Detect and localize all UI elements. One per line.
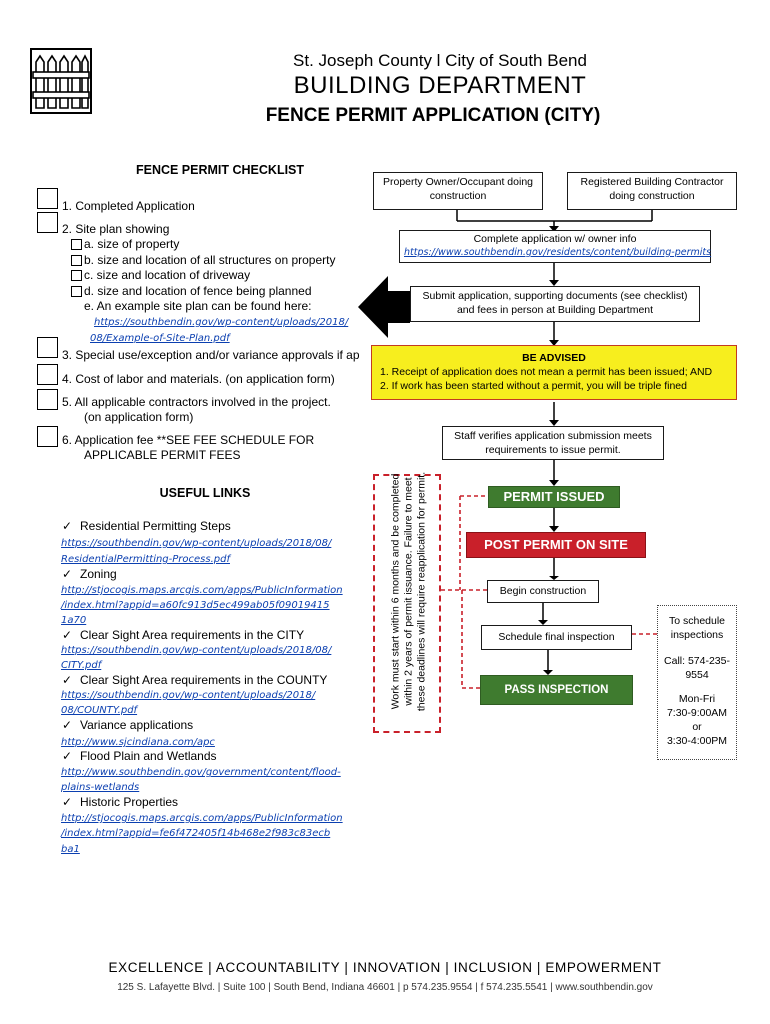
staff-verify-box: Staff verifies application submission me… (442, 426, 664, 460)
link-item-clear-sight-city: ✓Clear Sight Area requirements in the CI… (62, 628, 305, 642)
schedule-final-box: Schedule final inspection (481, 625, 632, 650)
link-item-variance: ✓Variance applications (62, 718, 194, 732)
variance-link[interactable]: http://www.sjcindiana.com/apc (61, 737, 215, 748)
checklist-item-5-cont: (on application form) (84, 410, 194, 424)
zoning-link-cont-2[interactable]: 1a70 (61, 615, 87, 626)
site-plan-link-cont[interactable]: 08/Example-of-Site-Plan.pdf (90, 333, 230, 344)
deadline-warning-box: Work must start within 6 months and be c… (373, 472, 441, 733)
residential-steps-link[interactable]: https://southbendin.gov/wp-content/uploa… (61, 538, 332, 549)
complete-app-text: Complete application w/ owner info (473, 233, 637, 245)
link-item-flood: ✓Flood Plain and Wetlands (62, 749, 217, 763)
link-item-zoning: ✓Zoning (62, 567, 117, 581)
schedule-days: Mon-Fri (678, 693, 716, 705)
complete-app-box: Complete application w/ owner info https… (399, 230, 711, 263)
check-icon: ✓ (62, 673, 73, 687)
clear-sight-city-link[interactable]: https://southbendin.gov/wp-content/uploa… (61, 645, 332, 656)
check-icon: ✓ (62, 795, 73, 809)
check-icon: ✓ (62, 749, 73, 763)
checklist-item-6-cont: APPLICABLE PERMIT FEES (84, 448, 241, 462)
submit-box: Submit application, supporting documents… (410, 286, 700, 322)
checklist-item-2b: b. size and location of all structures o… (84, 253, 336, 267)
clear-sight-city-link-cont[interactable]: CITY.pdf (61, 660, 102, 671)
checkbox-completed-application[interactable] (37, 188, 58, 209)
checklist-item-6: 6. Application fee **SEE FEE SCHEDULE FO… (62, 433, 315, 447)
checklist-item-4: 4. Cost of labor and materials. (on appl… (62, 372, 335, 386)
org-name: St. Joseph County l City of South Bend (293, 51, 587, 70)
checkbox-fence-location[interactable] (71, 286, 82, 297)
checklist-item-2e: e. An example site plan can be found her… (84, 299, 312, 313)
check-icon: ✓ (62, 718, 73, 732)
zoning-link[interactable]: http://stjocogis.maps.arcgis.com/apps/Pu… (61, 585, 343, 596)
checklist-item-3: 3. Special use/exception and/or variance… (62, 348, 360, 362)
schedule-or: or (692, 721, 702, 733)
begin-construction-box: Begin construction (487, 580, 599, 603)
checkbox-driveway[interactable] (71, 270, 82, 281)
checklist-item-1: 1. Completed Application (62, 199, 195, 213)
schedule-phone: Call: 574-235-9554 (664, 655, 730, 681)
department-name: BUILDING DEPARTMENT (293, 72, 587, 99)
schedule-time-2: 3:30-4:00PM (666, 735, 728, 747)
footer-address: 125 S. Lafayette Blvd. | Suite 100 | Sou… (117, 982, 653, 993)
be-advised-line-1: 1. Receipt of application does not mean … (380, 366, 713, 378)
page-title: FENCE PERMIT APPLICATION (CITY) (265, 105, 601, 126)
flood-link-cont[interactable]: plains-wetlands (61, 782, 140, 793)
checklist-item-2: 2. Site plan showing (62, 222, 170, 236)
owner-box: Property Owner/Occupant doing constructi… (373, 172, 543, 210)
checkbox-site-plan[interactable] (37, 212, 58, 233)
check-icon: ✓ (62, 519, 73, 533)
permit-issued-box: PERMIT ISSUED (488, 486, 620, 508)
be-advised-box: BE ADVISED 1. Receipt of application doe… (371, 345, 737, 400)
check-icon: ✓ (62, 567, 73, 581)
checklist-item-5: 5. All applicable contractors involved i… (62, 395, 331, 409)
schedule-inspection-box: To schedule inspections Call: 574-235-95… (657, 605, 737, 760)
historic-link-cont-2[interactable]: ba1 (61, 844, 80, 855)
checkbox-contractors[interactable] (37, 389, 58, 410)
footer-values: EXCELLENCE | ACCOUNTABILITY | INNOVATION… (108, 960, 662, 975)
residential-steps-link-cont[interactable]: ResidentialPermitting-Process.pdf (61, 554, 230, 565)
pass-inspection-box: PASS INSPECTION (480, 675, 633, 705)
be-advised-line-2: 2. If work has been started without a pe… (380, 380, 687, 392)
checkbox-structures[interactable] (71, 255, 82, 266)
be-advised-title: BE ADVISED (522, 352, 586, 364)
schedule-time-1: 7:30-9:00AM (666, 707, 728, 719)
arrow-left-icon (358, 276, 410, 338)
deadline-warning-text: Work must start within 6 months and be c… (389, 471, 428, 712)
checklist-item-2c: c. size and location of driveway (84, 268, 251, 282)
checkbox-size-of-property[interactable] (71, 239, 82, 250)
zoning-link-cont[interactable]: /index.html?appid=a60fc913d5ec499ab05f09… (61, 600, 330, 611)
checkbox-special-use[interactable] (37, 337, 58, 358)
schedule-line-1: To schedule inspections (668, 615, 726, 641)
building-permits-link[interactable]: https://www.southbendin.gov/residents/co… (404, 247, 712, 258)
checklist-item-2a: a. size of property (84, 237, 180, 251)
historic-link-cont[interactable]: /index.html?appid=fe6f472405f14b468e2f98… (61, 828, 331, 839)
link-item-historic: ✓Historic Properties (62, 795, 179, 809)
site-plan-link[interactable]: https://southbendin.gov/wp-content/uploa… (94, 317, 349, 328)
checkbox-cost[interactable] (37, 364, 58, 385)
contractor-box: Registered Building Contractor doing con… (567, 172, 737, 210)
link-item-clear-sight-county: ✓Clear Sight Area requirements in the CO… (62, 673, 328, 687)
check-icon: ✓ (62, 628, 73, 642)
flood-link[interactable]: http://www.southbendin.gov/government/co… (61, 767, 341, 778)
post-permit-box: POST PERMIT ON SITE (466, 532, 646, 558)
historic-link[interactable]: http://stjocogis.maps.arcgis.com/apps/Pu… (61, 813, 343, 824)
fence-logo-icon (30, 48, 92, 114)
checkbox-application-fee[interactable] (37, 426, 58, 447)
clear-sight-county-link[interactable]: https://southbendin.gov/wp-content/uploa… (61, 690, 316, 701)
link-item-residential: ✓Residential Permitting Steps (62, 519, 231, 533)
checklist-title: FENCE PERMIT CHECKLIST (135, 163, 305, 177)
useful-links-title: USEFUL LINKS (159, 486, 251, 500)
checklist-item-2d: d. size and location of fence being plan… (84, 284, 312, 298)
clear-sight-county-link-cont[interactable]: 08/COUNTY.pdf (61, 705, 138, 716)
